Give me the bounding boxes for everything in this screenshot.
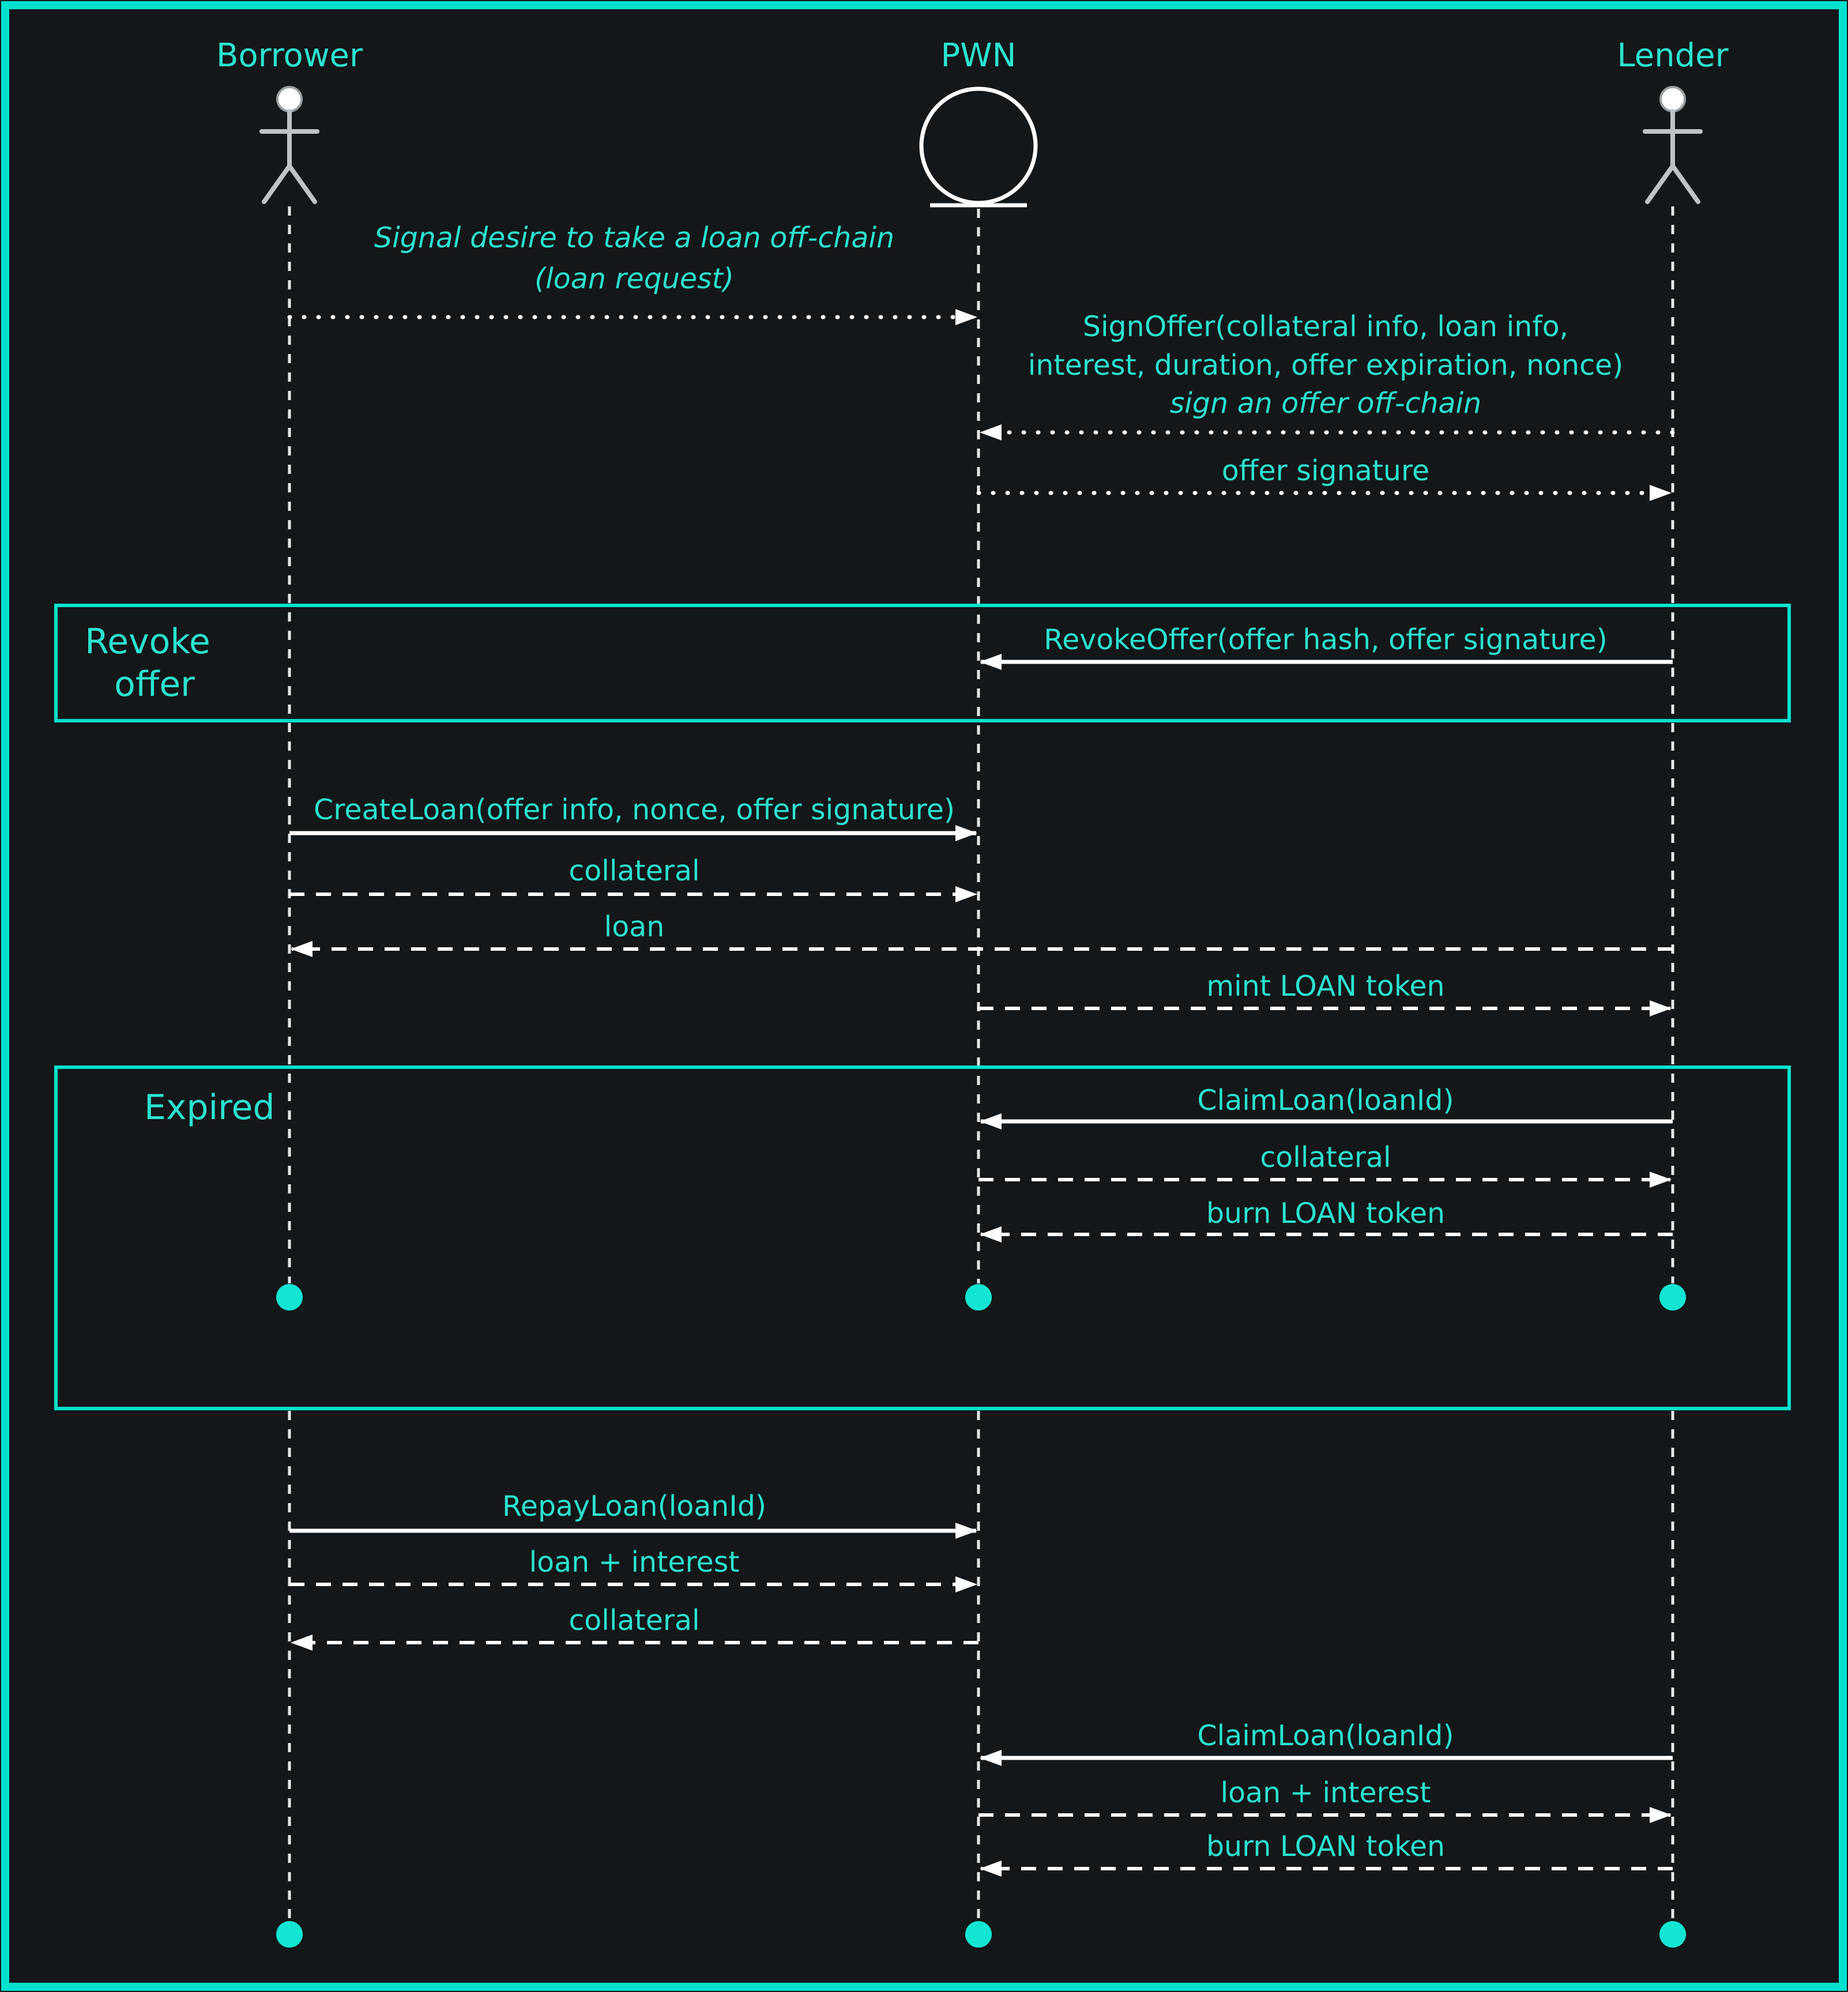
message-burn-loan-token-repaid-label: burn LOAN token — [1206, 1830, 1445, 1863]
actor-label-lender: Lender — [1617, 37, 1729, 74]
message-loan-request-line2: (loan request) — [535, 262, 734, 295]
pwn-entity-icon — [919, 86, 1038, 208]
message-collateral-return: collateral — [291, 1604, 978, 1651]
message-sign-offer-line1: SignOffer(collateral info, loan info, — [1083, 310, 1568, 343]
message-repay-loan: RepayLoan(loanId) — [289, 1490, 977, 1539]
actor-lender: Lender — [1617, 37, 1729, 204]
message-burn-loan-token-repaid: burn LOAN token — [980, 1830, 1673, 1877]
actor-label-borrower: Borrower — [216, 37, 363, 74]
message-collateral-to-lender-label: collateral — [1260, 1141, 1391, 1174]
message-repay-loan-label: RepayLoan(loanId) — [502, 1490, 766, 1523]
message-revoke-offer: RevokeOffer(offer hash, offer signature) — [980, 623, 1673, 670]
message-revoke-offer-label: RevokeOffer(offer hash, offer signature) — [1044, 623, 1607, 656]
message-sign-offer-line3: sign an offer off-chain — [1170, 387, 1481, 420]
message-burn-loan-token-expired-label: burn LOAN token — [1206, 1197, 1445, 1230]
frame-revoke-label-line2: offer — [114, 664, 195, 705]
borrower-actor-icon — [259, 86, 319, 204]
message-create-loan: CreateLoan(offer info, nonce, offer sign… — [289, 793, 977, 841]
termination-dot-borrower-bottom — [276, 1921, 303, 1948]
message-loan-plus-interest-claim-label: loan + interest — [1221, 1776, 1431, 1809]
message-sign-offer: SignOffer(collateral info, loan info, in… — [978, 310, 1675, 440]
message-claim-loan-expired-label: ClaimLoan(loanId) — [1197, 1084, 1454, 1117]
message-mint-loan-token: mint LOAN token — [978, 970, 1672, 1016]
actor-label-pwn: PWN — [940, 37, 1016, 74]
termination-dots-bottom — [276, 1921, 1686, 1948]
message-loan-request: Signal desire to take a loan off-chain (… — [287, 221, 978, 325]
message-claim-loan-repaid-label: ClaimLoan(loanId) — [1197, 1719, 1454, 1752]
message-collateral-deposit: collateral — [289, 854, 977, 902]
message-loan-plus-interest-repay-label: loan + interest — [529, 1546, 740, 1579]
termination-dot-lender-expired — [1659, 1284, 1686, 1311]
frame-revoke-offer: Revoke offer — [54, 604, 1791, 722]
message-loan-plus-interest-repay: loan + interest — [289, 1546, 977, 1592]
frame-expired: Expired — [54, 1065, 1791, 1410]
message-offer-signature-label: offer signature — [1222, 454, 1429, 487]
message-claim-loan-repaid: ClaimLoan(loanId) — [980, 1719, 1673, 1766]
message-claim-loan-expired: ClaimLoan(loanId) — [980, 1084, 1673, 1129]
message-sign-offer-line2: interest, duration, offer expiration, no… — [1028, 349, 1624, 382]
message-loan-plus-interest-claim: loan + interest — [978, 1776, 1672, 1823]
message-loan-transfer-label: loan — [604, 910, 665, 943]
message-collateral-deposit-label: collateral — [569, 854, 699, 887]
actor-borrower: Borrower — [216, 37, 363, 204]
message-collateral-return-label: collateral — [569, 1604, 699, 1637]
message-burn-loan-token-expired: burn LOAN token — [980, 1197, 1673, 1242]
lifelines — [288, 206, 1674, 1920]
frame-expired-label: Expired — [144, 1087, 275, 1128]
termination-dots-expired — [276, 1284, 1686, 1311]
message-loan-transfer: loan — [291, 910, 1673, 957]
termination-dot-pwn-expired — [965, 1284, 992, 1311]
actor-pwn: PWN — [919, 37, 1038, 208]
message-offer-signature: offer signature — [976, 454, 1673, 501]
message-loan-request-line1: Signal desire to take a loan off-chain — [374, 221, 894, 254]
frame-revoke-label-line1: Revoke — [85, 622, 210, 662]
termination-dot-borrower-expired — [276, 1284, 303, 1311]
termination-dot-pwn-bottom — [965, 1921, 992, 1948]
lender-actor-icon — [1643, 86, 1703, 204]
message-collateral-to-lender: collateral — [978, 1141, 1672, 1188]
message-create-loan-label: CreateLoan(offer info, nonce, offer sign… — [314, 793, 955, 826]
message-mint-loan-token-label: mint LOAN token — [1206, 970, 1444, 1003]
termination-dot-lender-bottom — [1659, 1921, 1686, 1948]
